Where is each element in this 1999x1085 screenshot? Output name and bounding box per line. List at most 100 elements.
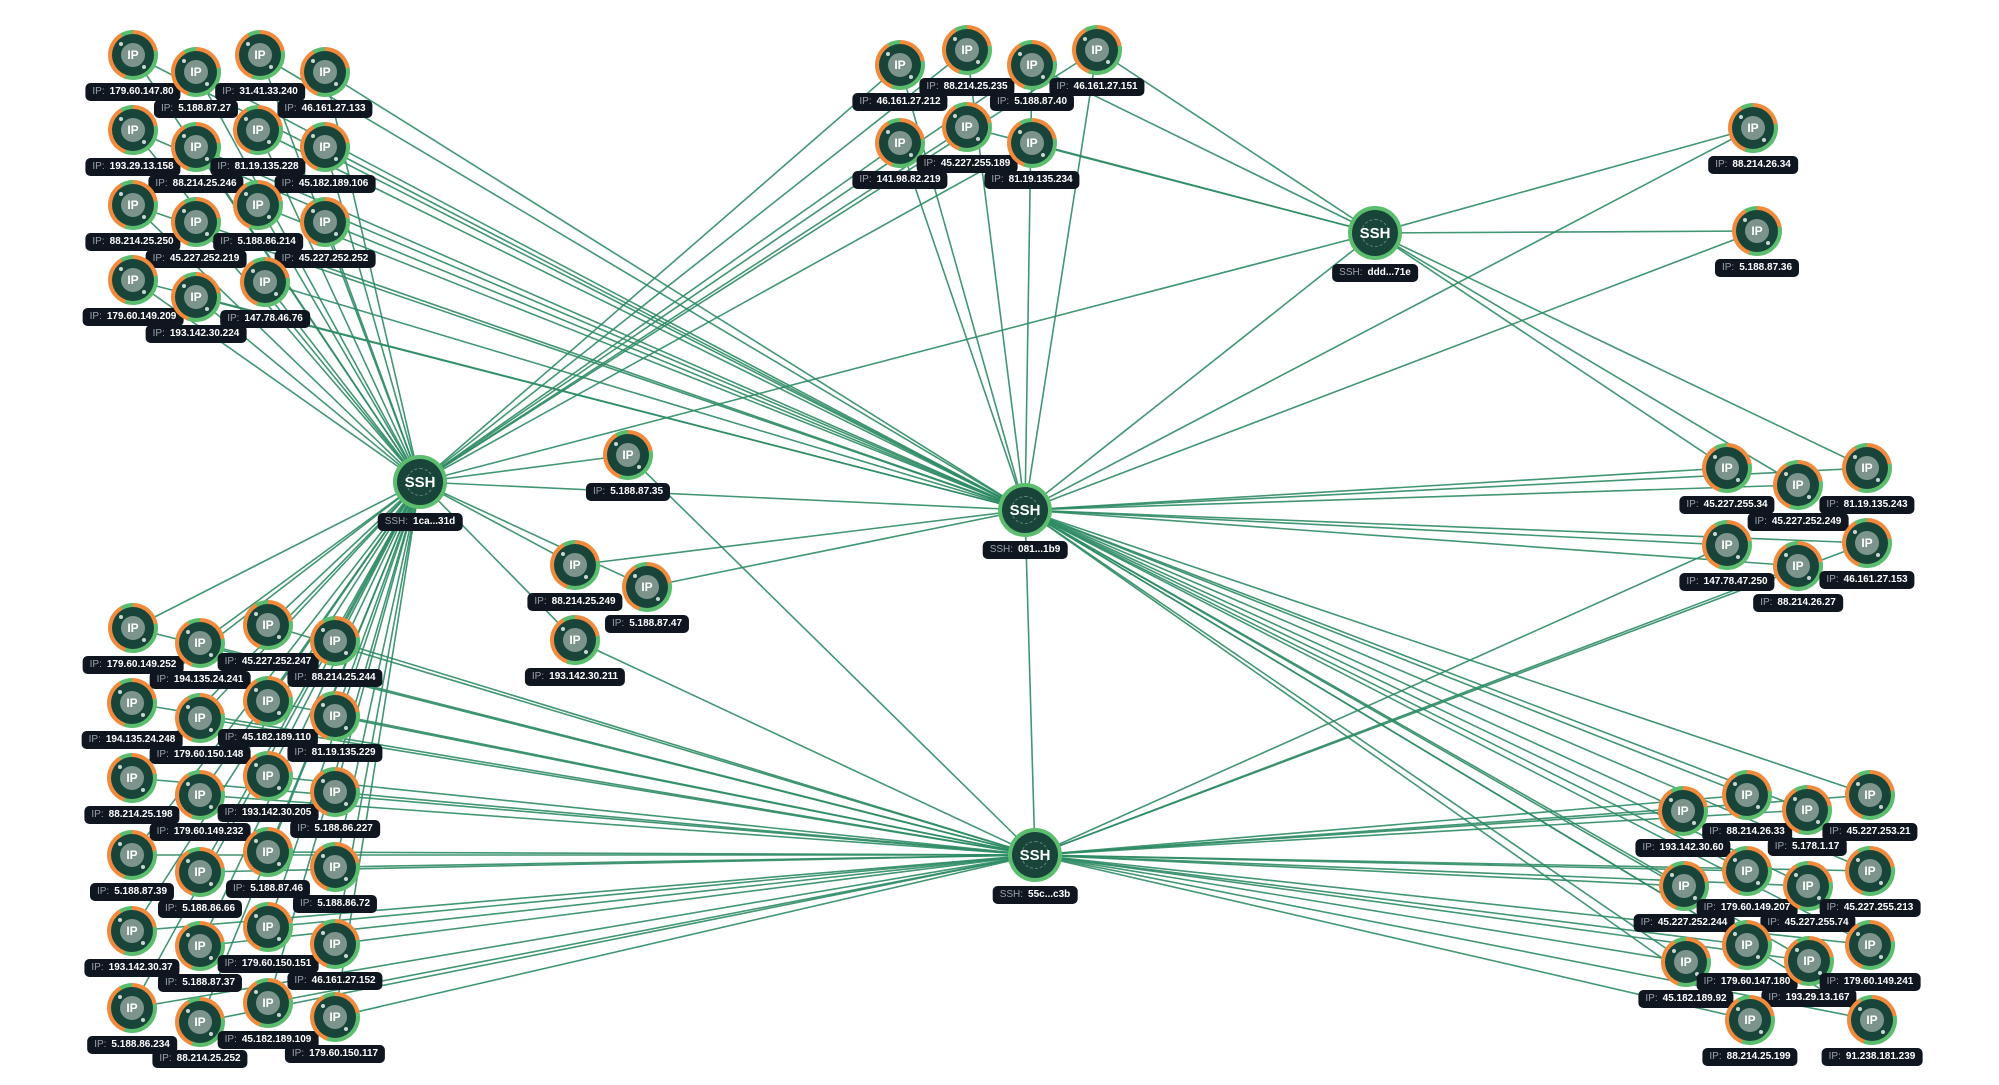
ip-node[interactable]: IP	[1728, 103, 1778, 153]
ip-node[interactable]: IP	[1847, 995, 1897, 1045]
ip-node[interactable]: IP	[1722, 846, 1772, 896]
ip-node[interactable]: IP	[603, 430, 653, 480]
ip-node[interactable]: IP	[175, 997, 225, 1047]
ip-node[interactable]: IP	[243, 902, 293, 952]
ip-node[interactable]: IP	[233, 180, 283, 230]
ip-node[interactable]: IP	[107, 678, 157, 728]
ip-node[interactable]: IP	[1845, 846, 1895, 896]
ip-node[interactable]: IP	[175, 693, 225, 743]
ssh-key-node[interactable]: SSH	[1348, 206, 1402, 260]
ip-node[interactable]: IP	[942, 102, 992, 152]
ip-node[interactable]: IP	[243, 978, 293, 1028]
ip-node[interactable]: IP	[1842, 518, 1892, 568]
ip-node[interactable]: IP	[1072, 25, 1122, 75]
graph-edge	[419, 232, 1376, 483]
network-dot-icon	[321, 931, 325, 935]
ip-node-body: IP	[247, 831, 289, 873]
ip-node[interactable]: IP	[310, 919, 360, 969]
ip-node[interactable]: IP	[550, 540, 600, 590]
ip-glyph-icon: IP	[1085, 38, 1109, 62]
ip-node-label: IP:88.214.25.250	[85, 233, 181, 251]
ip-node[interactable]: IP	[108, 603, 158, 653]
ip-node[interactable]: IP	[875, 118, 925, 168]
label-prefix: IP:	[232, 883, 246, 894]
ip-node[interactable]: IP	[171, 47, 221, 97]
ip-glyph-icon: IP	[121, 268, 145, 292]
ssh-node-body: SSH	[1002, 487, 1048, 533]
ip-node[interactable]: IP	[300, 197, 350, 247]
label-prefix: IP:	[926, 81, 939, 92]
ip-node[interactable]: IP	[108, 255, 158, 305]
graph-edge	[267, 481, 421, 626]
ip-node[interactable]: IP	[243, 676, 293, 726]
ip-node[interactable]: IP	[243, 600, 293, 650]
ip-node[interactable]: IP	[300, 47, 350, 97]
ip-node[interactable]: IP	[1659, 861, 1709, 911]
ip-node[interactable]: IP	[108, 180, 158, 230]
ip-node-label: IP:179.60.150.148	[149, 746, 251, 764]
ip-node[interactable]: IP	[1725, 995, 1775, 1045]
ip-node[interactable]: IP	[1658, 786, 1708, 836]
graph-edge	[1374, 232, 1728, 469]
ip-node[interactable]: IP	[622, 562, 672, 612]
ip-node[interactable]: IP	[240, 257, 290, 307]
ip-node[interactable]: IP	[310, 842, 360, 892]
ip-node[interactable]: IP	[107, 906, 157, 956]
ip-node[interactable]: IP	[1845, 770, 1895, 820]
ip-node[interactable]: IP	[310, 616, 360, 666]
network-dot-icon	[311, 59, 315, 63]
ssh-key-node[interactable]: SSH	[998, 483, 1052, 537]
network-dot-icon	[254, 990, 258, 994]
ip-node-label: IP:5.188.86.66	[157, 900, 243, 918]
network-dot-icon	[142, 638, 146, 642]
ssh-key-node[interactable]: SSH	[1008, 828, 1062, 882]
ip-node[interactable]: IP	[1732, 206, 1782, 256]
ip-node[interactable]: IP	[875, 40, 925, 90]
ip-node[interactable]: IP	[1007, 118, 1057, 168]
ip-glyph-icon: IP	[1738, 1008, 1762, 1032]
ip-node[interactable]: IP	[1773, 460, 1823, 510]
ip-node[interactable]: IP	[1773, 541, 1823, 591]
ip-node[interactable]: IP	[300, 122, 350, 172]
ip-node[interactable]: IP	[243, 751, 293, 801]
ip-node-label: IP:179.60.150.117	[284, 1045, 386, 1063]
ip-node[interactable]: IP	[175, 847, 225, 897]
ip-node[interactable]: IP	[1722, 770, 1772, 820]
ip-node[interactable]: IP	[1722, 920, 1772, 970]
network-dot-icon	[209, 728, 213, 732]
label-prefix: IP:	[923, 158, 936, 169]
ip-node[interactable]: IP	[175, 618, 225, 668]
ip-node[interactable]: IP	[550, 615, 600, 665]
ip-node-label: IP:179.60.149.241	[1819, 973, 1921, 991]
ip-node[interactable]: IP	[243, 827, 293, 877]
ip-node[interactable]: IP	[310, 767, 360, 817]
ip-node[interactable]: IP	[310, 992, 360, 1042]
ip-node[interactable]: IP	[171, 272, 221, 322]
ip-node-label: IP:88.214.26.33	[1702, 823, 1792, 841]
ip-node[interactable]: IP	[1702, 443, 1752, 493]
label-prefix: IP:	[156, 674, 169, 685]
label-value: 193.29.13.167	[1785, 992, 1850, 1003]
ip-node[interactable]: IP	[107, 983, 157, 1033]
ip-node[interactable]: IP	[235, 30, 285, 80]
ip-node[interactable]: IP	[942, 25, 992, 75]
ip-node-body: IP	[1706, 524, 1748, 566]
network-dot-icon	[277, 711, 281, 715]
ip-node[interactable]: IP	[233, 105, 283, 155]
ip-node[interactable]: IP	[1845, 920, 1895, 970]
ip-glyph-icon: IP	[563, 628, 587, 652]
ip-node[interactable]: IP	[107, 830, 157, 880]
ssh-key-node[interactable]: SSH	[393, 455, 447, 509]
ip-node[interactable]: IP	[171, 197, 221, 247]
ip-node[interactable]: IP	[1784, 936, 1834, 986]
ip-node[interactable]: IP	[310, 691, 360, 741]
ip-node[interactable]: IP	[175, 921, 225, 971]
network-dot-icon	[334, 82, 338, 86]
ip-node[interactable]: IP	[107, 753, 157, 803]
ip-node[interactable]: IP	[1702, 520, 1752, 570]
ip-node[interactable]: IP	[108, 30, 158, 80]
ip-node[interactable]: IP	[1842, 443, 1892, 493]
ip-node[interactable]: IP	[108, 105, 158, 155]
ip-node[interactable]: IP	[175, 770, 225, 820]
ip-node[interactable]: IP	[1007, 40, 1057, 90]
